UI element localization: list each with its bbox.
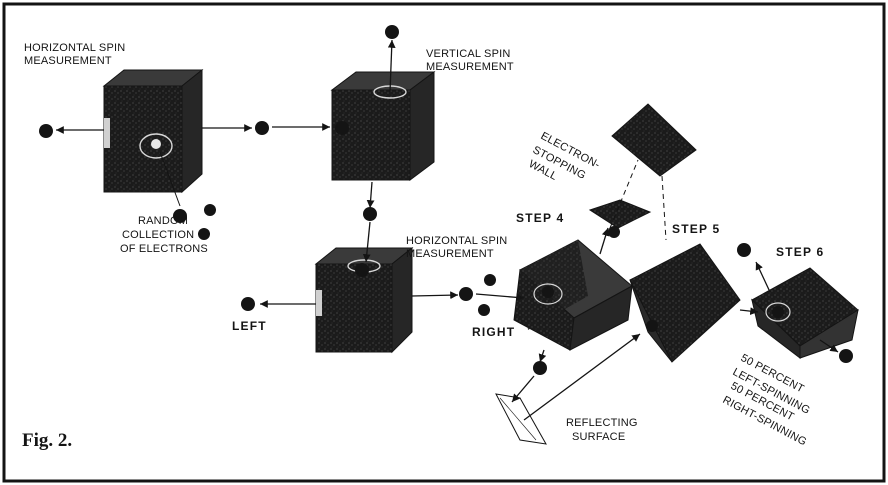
dashed-line-2 [661, 175, 667, 241]
left-label: LEFT [232, 319, 267, 333]
reflecting-label-a: REFLECTING [566, 417, 638, 429]
step5-label: STEP 5 [672, 222, 720, 236]
horizontal-spin-label-2b: MEASUREMENT [406, 248, 494, 260]
step4-box [513, 239, 633, 351]
electron-stopping-wall [588, 199, 652, 229]
labels: HORIZONTAL SPIN MEASUREMENT VERTICAL SPI… [22, 42, 824, 451]
horizontal-spin-label-2a: HORIZONTAL SPIN [406, 235, 507, 247]
random-label-c: OF ELECTRONS [120, 243, 208, 255]
horizontal-spin-box-2 [314, 246, 414, 354]
dashed-line-1 [609, 159, 639, 229]
step6-box [751, 267, 859, 360]
electrons [39, 25, 853, 375]
horizontal-spin-label-1a: HORIZONTAL SPIN [24, 42, 125, 54]
horizontal-spin-label-1b: MEASUREMENT [24, 55, 112, 67]
vertical-spin-label-a: VERTICAL SPIN [426, 48, 511, 60]
figure-caption: Fig. 2. [22, 430, 72, 451]
random-label-a: RANDOM [138, 215, 188, 227]
right-label: RIGHT [472, 325, 515, 339]
horizontal-spin-box-1 [102, 68, 204, 194]
random-label-b: COLLECTION [122, 229, 194, 241]
upper-panel [611, 103, 697, 177]
step4-label: STEP 4 [516, 211, 564, 225]
vertical-spin-box [330, 71, 436, 181]
arrows [56, 39, 839, 421]
step6-label: STEP 6 [776, 245, 824, 259]
reflecting-label-b: SURFACE [572, 431, 625, 443]
vertical-spin-label-b: MEASUREMENT [426, 61, 514, 73]
